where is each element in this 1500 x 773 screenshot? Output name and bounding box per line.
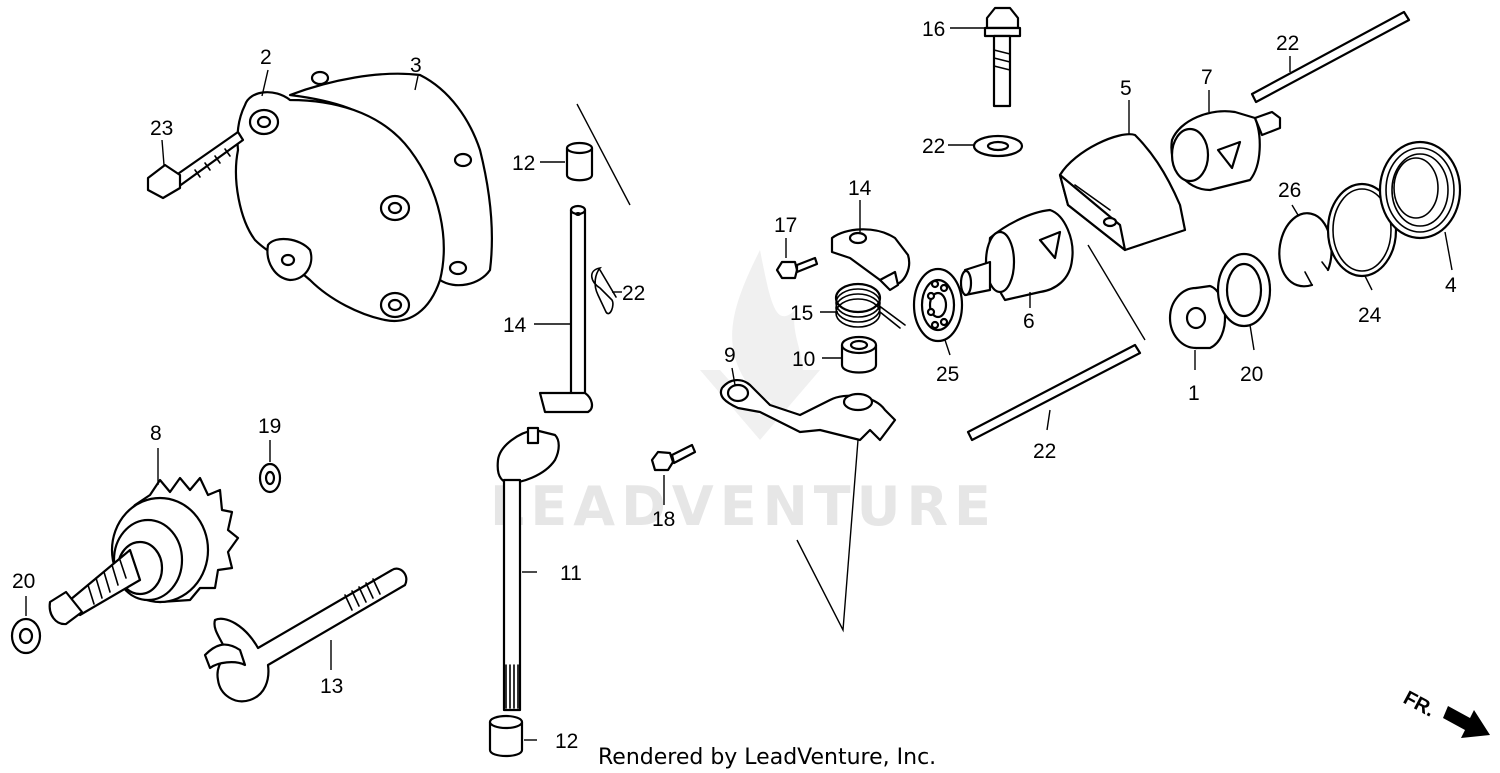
callout-label: 26 bbox=[1278, 179, 1301, 202]
bolt-part-18-lower bbox=[650, 443, 697, 472]
shaft-part-14 bbox=[538, 204, 594, 414]
callout-label: 22 bbox=[622, 282, 645, 305]
callout-label: 24 bbox=[1358, 304, 1382, 327]
callout-label: 5 bbox=[1120, 77, 1132, 100]
watermark: LEADVENTURE bbox=[490, 250, 997, 538]
callout-label: 14 bbox=[503, 314, 527, 337]
svg-text:FR.: FR. bbox=[1400, 687, 1439, 722]
callout-label: 7 bbox=[1201, 66, 1213, 89]
callout-label: 14 bbox=[848, 177, 872, 200]
callout-labels: 2 3 23 12 14 22 16 22 14 17 15 10 9 18 1… bbox=[12, 18, 1457, 753]
callout-label: 12 bbox=[512, 152, 535, 175]
callout-label: 15 bbox=[790, 302, 813, 325]
holder-part-5 bbox=[1058, 133, 1187, 252]
bearing-part-23 bbox=[912, 267, 964, 343]
washer-part-20-upper bbox=[258, 462, 282, 494]
callout-label: 22 bbox=[1276, 32, 1299, 55]
rod-part-22-upper bbox=[1250, 10, 1411, 104]
collar-part-12-upper bbox=[565, 141, 594, 182]
collar-part-10 bbox=[840, 335, 878, 374]
callout-label: 12 bbox=[555, 730, 578, 753]
collar-part-1 bbox=[1168, 284, 1227, 350]
callout-label: 18 bbox=[652, 508, 675, 531]
callout-label: 1 bbox=[1188, 382, 1200, 405]
cap-part-4 bbox=[1378, 140, 1462, 240]
cover-part-2 bbox=[234, 91, 445, 323]
callout-label: 3 bbox=[410, 54, 422, 77]
gear-part-8 bbox=[48, 476, 240, 626]
spring-part-16 bbox=[834, 282, 906, 329]
washer-part-21 bbox=[972, 134, 1024, 158]
callout-label: 4 bbox=[1445, 274, 1457, 297]
bolt-part-18-upper bbox=[775, 256, 819, 280]
washer-part-19 bbox=[1216, 252, 1272, 328]
oring-part-24 bbox=[1326, 182, 1398, 278]
callout-label: 2 bbox=[260, 46, 272, 69]
bolt-part-27 bbox=[146, 130, 245, 200]
drum-part-6 bbox=[959, 208, 1074, 302]
callout-label: 22 bbox=[1033, 440, 1056, 463]
shaft-part-11 bbox=[496, 426, 560, 712]
svg-text:LEADVENTURE: LEADVENTURE bbox=[490, 475, 997, 538]
callout-label: 16 bbox=[922, 18, 945, 41]
circlip-part-26 bbox=[1278, 212, 1333, 288]
callout-label: 9 bbox=[724, 344, 736, 367]
callout-label: 11 bbox=[560, 562, 582, 585]
callout-label: 22 bbox=[922, 135, 945, 158]
callout-label: 20 bbox=[1240, 363, 1263, 386]
arrow-icon bbox=[1443, 706, 1490, 738]
callout-label: 17 bbox=[774, 214, 797, 237]
callout-label: 13 bbox=[320, 675, 343, 698]
clip-part-25 bbox=[590, 266, 617, 315]
credit-text: Rendered by LeadVenture, Inc. bbox=[598, 745, 936, 770]
callout-label: 8 bbox=[150, 422, 162, 445]
shaft-part-13 bbox=[203, 567, 408, 703]
drum-part-7 bbox=[1170, 110, 1282, 192]
plate-part-15 bbox=[830, 228, 911, 292]
collar-part-12-lower bbox=[488, 714, 524, 758]
washer-part-20-lower bbox=[10, 617, 42, 655]
callout-label: 20 bbox=[12, 570, 35, 593]
bolt-part-17 bbox=[983, 6, 1022, 108]
leader-lines bbox=[25, 27, 1453, 741]
callout-label: 25 bbox=[936, 363, 959, 386]
callout-label: 6 bbox=[1023, 310, 1035, 333]
callout-label: 10 bbox=[792, 348, 815, 371]
arm-part-9 bbox=[719, 379, 897, 442]
front-direction-indicator: FR. bbox=[1400, 687, 1490, 738]
callout-label: 19 bbox=[258, 415, 281, 438]
callout-label: 23 bbox=[150, 117, 173, 140]
rod-part-22-lower bbox=[966, 343, 1142, 442]
